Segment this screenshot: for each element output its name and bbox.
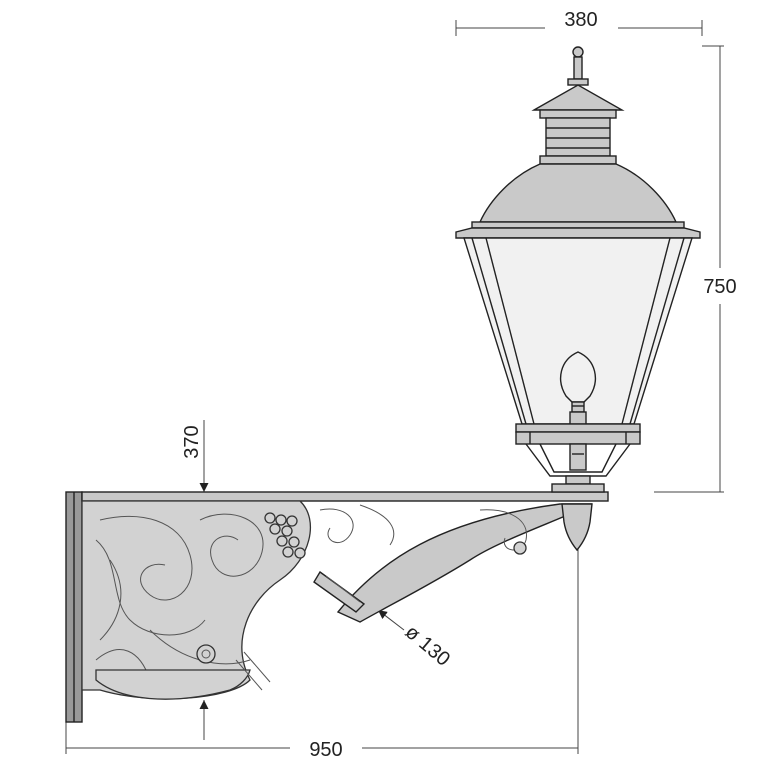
bracket-arm xyxy=(81,491,609,623)
dimension-bracket-height: 370 xyxy=(181,420,209,740)
ornamental-scrollwork xyxy=(81,500,527,700)
lantern xyxy=(455,46,701,493)
wall-plate xyxy=(65,491,83,723)
dimension-pipe-diameter-label: ø 130 xyxy=(401,621,454,671)
dimension-pipe-diameter: ø 130 xyxy=(377,609,454,671)
dimension-lantern-width: 380 xyxy=(455,9,703,36)
dimension-total-height-label: 750 xyxy=(703,276,736,298)
dimension-arm-length-label: 950 xyxy=(309,739,342,761)
dimension-total-height: 750 xyxy=(654,45,737,493)
grape-cluster xyxy=(264,512,306,559)
lamp-bulb xyxy=(559,351,597,425)
dimension-lantern-width-label: 380 xyxy=(564,9,597,31)
dimension-bracket-height-label: 370 xyxy=(181,425,203,458)
